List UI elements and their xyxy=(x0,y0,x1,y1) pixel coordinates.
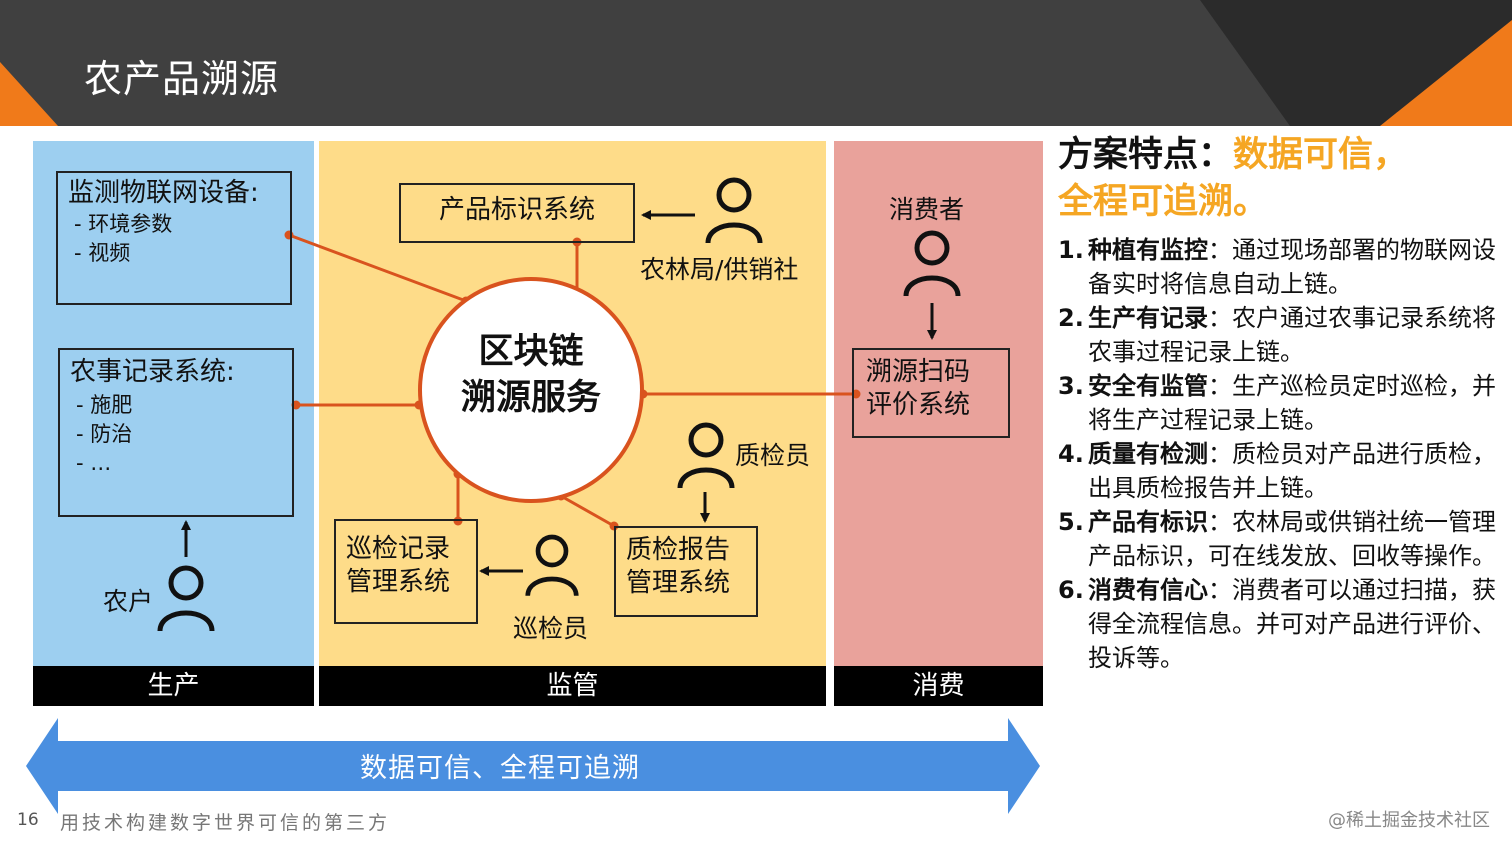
farming-box-item: - 施肥 xyxy=(76,392,133,417)
feature-text: ：生产巡检员定时巡检，并将生产过程记录上链。 xyxy=(1088,371,1496,434)
product-id-box: 产品标识系统 xyxy=(399,183,635,243)
blockchain-service-circle xyxy=(418,277,644,503)
quality-box-line1: 质检报告 xyxy=(626,535,731,565)
footer-tagline: 用技术构建数字世界可信的第三方 xyxy=(60,812,391,834)
feature-item: 2.生产有记录：农户通过农事记录系统将农事过程记录上链。 xyxy=(1058,301,1508,369)
feature-label: 生产有记录 xyxy=(1088,303,1208,332)
header-accent xyxy=(0,0,1512,126)
feature-label: 消费有信心 xyxy=(1088,575,1208,604)
quality-inspector-label: 质检员 xyxy=(735,441,811,470)
production-panel xyxy=(33,141,314,706)
inspector-person-icon xyxy=(528,537,577,596)
features-heading-highlight2: 全程可追溯。 xyxy=(1058,182,1269,223)
feature-number: 3. xyxy=(1058,371,1084,400)
features-heading-prefix: 方案特点： xyxy=(1058,135,1234,175)
forestry-label: 农林局/供销社 xyxy=(640,255,799,284)
feature-text: ：质检员对产品进行质检，出具质检报告并上链。 xyxy=(1088,439,1496,502)
feature-number: 5. xyxy=(1058,507,1084,536)
feature-text: ：农户通过农事记录系统将农事过程记录上链。 xyxy=(1088,303,1496,366)
features-heading-highlight1: 数据可信， xyxy=(1233,135,1409,175)
production-panel-label: 生产 xyxy=(33,666,314,706)
header-orange-stripe-left xyxy=(0,62,58,126)
header-orange-stripe-right xyxy=(1380,20,1512,126)
forestry-person-icon xyxy=(708,180,760,243)
data-trust-double-arrow xyxy=(26,718,1040,814)
farming-box-item: - … xyxy=(76,451,112,476)
trace-scan-box: 溯源扫码 评价系统 xyxy=(852,348,1010,438)
farming-box-title: 农事记录系统: xyxy=(70,357,235,387)
iot-box-item: - 视频 xyxy=(74,240,131,265)
farmer-person-icon xyxy=(160,568,212,631)
farming-box-item: - 防治 xyxy=(76,421,133,446)
feature-text: ：农林局或供销社统一管理产品标识，可在线发放、回收等操作。 xyxy=(1088,507,1496,570)
feature-number: 6. xyxy=(1058,575,1084,604)
feature-text: ：通过现场部署的物联网设备实时将信息自动上链。 xyxy=(1088,235,1496,298)
feature-label: 产品有标识 xyxy=(1088,507,1208,536)
quality-report-box: 质检报告 管理系统 xyxy=(614,526,758,617)
iot-box-item: - 环境参数 xyxy=(74,211,173,236)
feature-item: 5.产品有标识：农林局或供销社统一管理产品标识，可在线发放、回收等操作。 xyxy=(1058,505,1508,573)
iot-devices-box: 监测物联网设备: - 环境参数 - 视频 xyxy=(56,171,292,305)
iot-box-title: 监测物联网设备: xyxy=(68,178,259,208)
features-heading: 方案特点：数据可信， 全程可追溯。 xyxy=(1058,132,1508,227)
feature-item: 4.质量有检测：质检员对产品进行质检，出具质检报告并上链。 xyxy=(1058,437,1508,505)
connector-dot xyxy=(453,516,463,526)
consumer-person-icon xyxy=(906,233,958,296)
feature-number: 4. xyxy=(1058,439,1084,468)
feature-item: 6.消费有信心：消费者可以通过扫描，获得全流程信息。并可对产品进行评价、投诉等。 xyxy=(1058,573,1508,675)
feature-label: 质量有检测 xyxy=(1088,439,1208,468)
connector-quality xyxy=(560,494,615,528)
quality-inspector-person-icon xyxy=(680,425,732,488)
farmer-label: 农户 xyxy=(103,587,154,616)
inspection-record-box: 巡检记录 管理系统 xyxy=(334,519,478,624)
feature-item: 1.种植有监控：通过现场部署的物联网设备实时将信息自动上链。 xyxy=(1058,233,1508,301)
feature-item: 3.安全有监管：生产巡检员定时巡检，并将生产过程记录上链。 xyxy=(1058,369,1508,437)
center-line1: 区块链 xyxy=(478,332,584,372)
farming-record-box: 农事记录系统: - 施肥 - 防治 - … xyxy=(58,348,294,517)
feature-text: ：消费者可以通过扫描，获得全流程信息。并可对产品进行评价、投诉等。 xyxy=(1088,575,1496,672)
inspection-box-line1: 巡检记录 xyxy=(346,534,451,564)
inspector-label: 巡检员 xyxy=(513,614,589,643)
trace-box-line2: 评价系统 xyxy=(866,389,971,420)
page-title: 农产品溯源 xyxy=(84,57,280,101)
feature-number: 2. xyxy=(1058,303,1084,332)
features-panel: 方案特点：数据可信， 全程可追溯。 1.种植有监控：通过现场部署的物联网设备实时… xyxy=(1058,132,1508,675)
center-line2: 溯源服务 xyxy=(460,377,601,418)
feature-number: 1. xyxy=(1058,235,1084,264)
data-trust-arrow-label: 数据可信、全程可追溯 xyxy=(360,753,640,784)
feature-label: 安全有监管 xyxy=(1088,371,1208,400)
consumption-panel-label: 消费 xyxy=(834,666,1043,706)
page-number: 16 xyxy=(17,810,39,830)
quality-box-line2: 管理系统 xyxy=(626,567,731,598)
trace-box-line1: 溯源扫码 xyxy=(866,357,971,387)
inspection-box-line2: 管理系统 xyxy=(346,566,451,597)
supervision-panel-label: 监管 xyxy=(319,666,826,706)
watermark: @稀土掘金技术社区 xyxy=(1328,810,1490,831)
connector-iot xyxy=(288,233,467,303)
feature-label: 种植有监控 xyxy=(1088,235,1208,264)
product-id-box-title: 产品标识系统 xyxy=(438,195,595,225)
blockchain-service-label: 区块链 溯源服务 xyxy=(420,330,642,421)
consumer-label: 消费者 xyxy=(889,195,965,224)
